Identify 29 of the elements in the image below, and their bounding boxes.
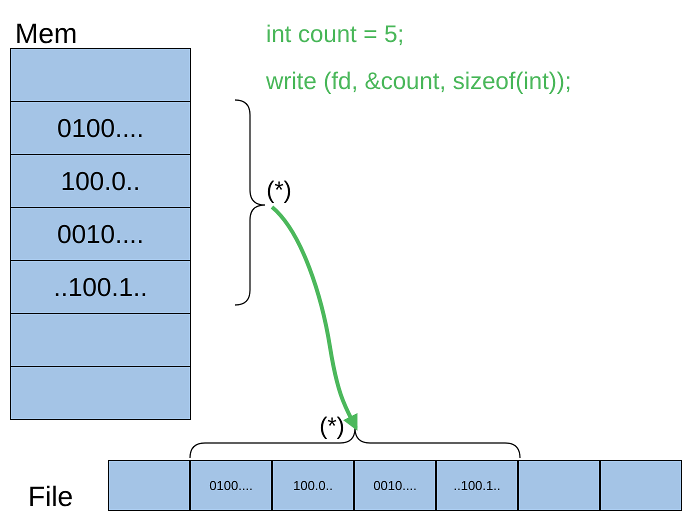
cell-value: 0100.... — [57, 112, 144, 144]
file-heading: File — [28, 483, 74, 511]
marker-label: (*) — [266, 179, 292, 203]
file-cell — [518, 460, 600, 511]
memory-cell — [10, 313, 191, 367]
file-cell — [108, 460, 190, 511]
memory-cell — [10, 366, 191, 420]
cell-value: 0010.... — [57, 218, 144, 250]
file-cell — [600, 460, 682, 511]
file-cell — [272, 460, 354, 511]
memory-cell — [10, 260, 191, 314]
cell-value: ..100.1.. — [454, 476, 500, 495]
code-line: write (fd, &count, sizeof(int)); — [266, 67, 572, 97]
memory-cell — [10, 101, 191, 155]
arrow — [270, 206, 358, 431]
cell-value: 0010.... — [373, 476, 417, 495]
cell-value: 100.0.. — [60, 164, 140, 198]
memory-cell — [10, 207, 191, 261]
cell-value: ..100.1.. — [54, 270, 148, 304]
code-line: int count = 5; — [266, 20, 406, 50]
memory-cell — [10, 154, 191, 208]
marker-label: (*) — [319, 415, 345, 439]
memory-heading: Mem — [15, 20, 78, 48]
file-cell — [436, 460, 518, 511]
file-cell — [190, 460, 272, 511]
cell-value: 100.0.. — [293, 476, 333, 495]
file-cell — [354, 460, 436, 511]
memory-cell — [10, 48, 191, 102]
cell-value: 0100.... — [209, 476, 253, 495]
